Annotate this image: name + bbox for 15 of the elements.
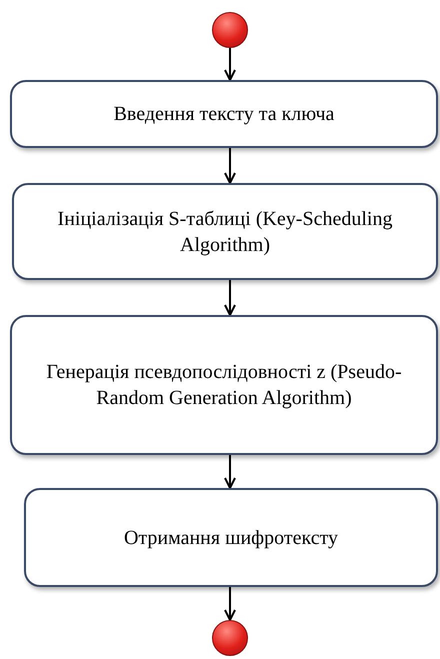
arrow <box>224 587 236 621</box>
process-box <box>10 80 438 148</box>
arrow <box>224 280 236 316</box>
step-text: Генерація псевдопослідовності z (Pseudo-Random Generation Algorithm) <box>45 360 403 411</box>
step-text: Введення тексту та ключа <box>114 102 334 127</box>
terminal-circle <box>212 12 248 48</box>
arrow <box>224 455 236 489</box>
arrow <box>224 48 236 81</box>
step-text: Ініціалізація S-таблиці (Key-Scheduling Algorithm) <box>56 206 394 258</box>
step-text: Отримання шифротексту <box>124 526 338 550</box>
arrow <box>224 148 236 184</box>
terminal-circle <box>212 620 248 656</box>
process-box <box>10 315 438 455</box>
process-box <box>24 488 438 587</box>
process-box <box>12 183 438 280</box>
